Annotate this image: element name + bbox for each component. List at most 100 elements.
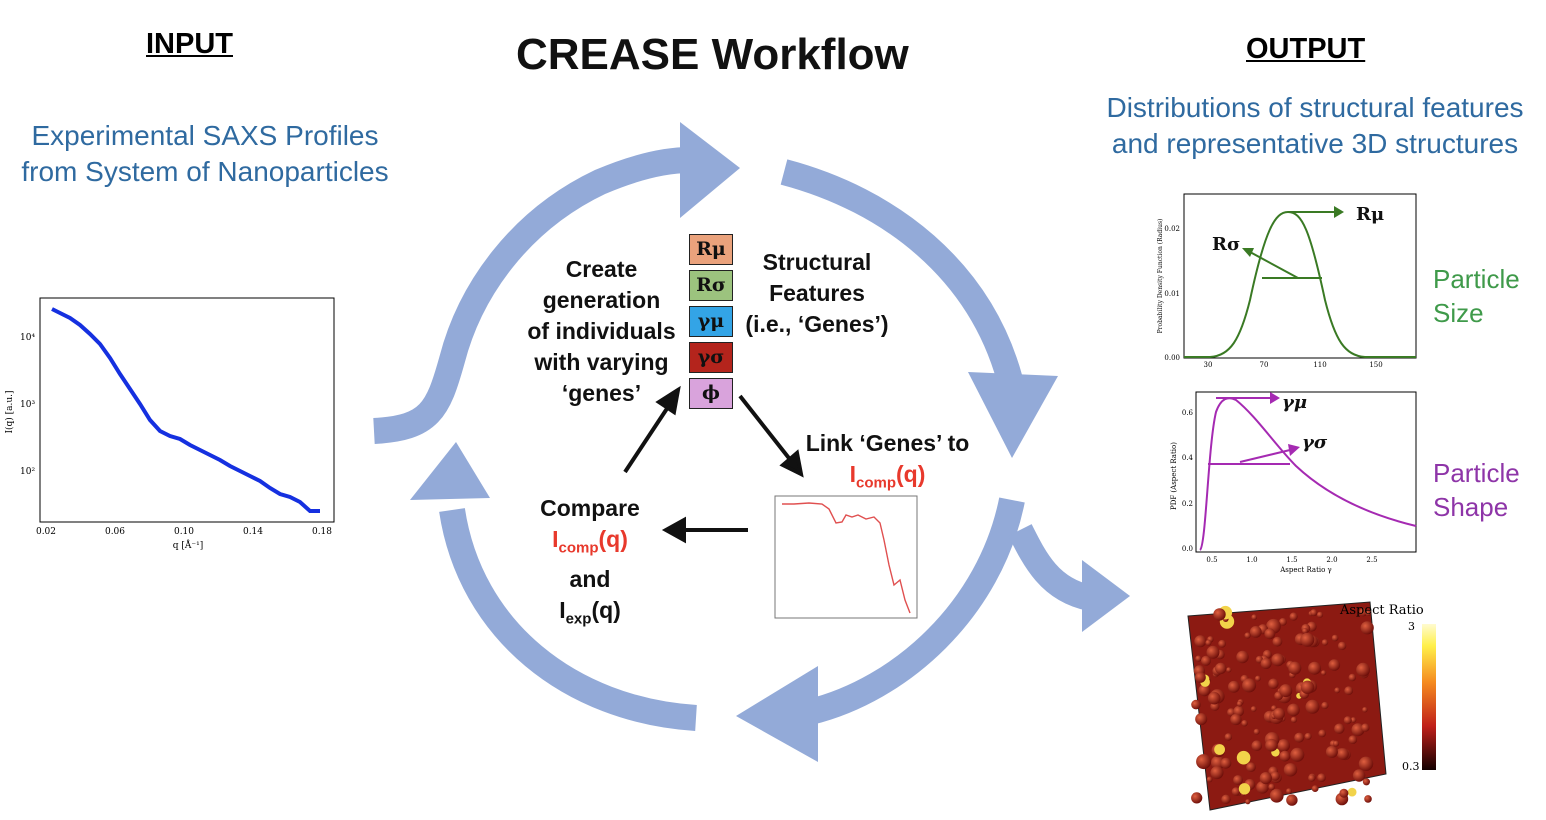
arrowhead-bottom — [736, 666, 818, 762]
nanoparticle — [1195, 672, 1206, 683]
nanoparticle — [1337, 748, 1349, 760]
saxs-xtick: 0.18 — [312, 527, 332, 537]
features-line-2: Features — [769, 280, 865, 306]
size-ytick: 0.01 — [1164, 290, 1180, 298]
nanoparticle — [1321, 701, 1329, 710]
saxs-xticks: 0.02 0.06 0.10 0.14 0.18 — [36, 527, 332, 537]
nanoparticle — [1251, 614, 1257, 620]
link-text: Link ‘Genes’ to — [805, 430, 970, 456]
size-label-line-2: Size — [1433, 298, 1484, 328]
nanoparticle — [1272, 636, 1283, 647]
shape-ytick: 0.4 — [1182, 454, 1194, 462]
shape-plot-frame — [1195, 391, 1417, 553]
size-plot: Rμ Rσ 0.02 0.01 0.00 30 70 110 150 Proba… — [1157, 193, 1417, 369]
colorbar — [1422, 624, 1436, 770]
nanoparticle — [1198, 684, 1211, 697]
nanoparticle — [1214, 744, 1225, 755]
nanoparticle — [1308, 774, 1316, 782]
nanoparticle — [1308, 661, 1322, 675]
nanoparticle — [1310, 609, 1318, 617]
nanoparticle — [1334, 723, 1345, 734]
nanoparticle — [1362, 778, 1370, 786]
nanoparticle — [1273, 707, 1285, 720]
arrowhead-left — [410, 442, 490, 500]
colorbar-title: Aspect Ratio — [1339, 603, 1424, 618]
size-sigma-label: Rσ — [1212, 234, 1240, 255]
particle-shape-label: Particle Shape — [1433, 456, 1520, 524]
nanoparticle — [1246, 762, 1256, 772]
nanoparticle — [1224, 733, 1233, 741]
arrow-input-to-cycle — [373, 147, 691, 444]
page-title: CREASE Workflow — [516, 30, 909, 79]
input-description: Experimental SAXS Profiles from System o… — [0, 118, 410, 190]
nanoparticle — [1279, 684, 1293, 698]
shape-mu-label: γμ — [1282, 392, 1307, 413]
nanoparticle — [1279, 750, 1291, 762]
icomp-curve — [782, 502, 911, 614]
nanoparticle — [1251, 740, 1263, 751]
nanoparticle — [1268, 678, 1279, 689]
size-mu-label: Rμ — [1356, 204, 1384, 225]
nanoparticle — [1286, 788, 1292, 795]
gene-box: Rσ — [689, 270, 733, 301]
nanoparticle — [1205, 639, 1212, 646]
nanoparticle — [1227, 708, 1236, 717]
features-line-3: (i.e., ‘Genes’) — [745, 311, 889, 337]
shape-xtick: 1.0 — [1246, 556, 1257, 564]
arrow-top-right — [780, 159, 1023, 384]
nanoparticle — [1191, 792, 1203, 804]
nanoparticle — [1289, 612, 1298, 621]
create-line-4: with varying — [534, 349, 669, 375]
create-line-5: ‘genes’ — [561, 380, 642, 406]
nanoparticle — [1359, 608, 1368, 617]
nanoparticle — [1277, 739, 1290, 752]
shape-xtick: 0.5 — [1206, 556, 1217, 564]
nanoparticle — [1352, 769, 1366, 782]
saxs-plot: 10⁴ 10³ 10² 0.02 0.06 0.10 0.14 0.18 q [… — [4, 297, 335, 551]
arrowhead-output — [1082, 560, 1130, 632]
arrow-compare-to-create — [623, 402, 672, 474]
nanoparticle — [1300, 632, 1315, 647]
nanoparticle — [1343, 716, 1352, 725]
nanoparticle — [1260, 658, 1272, 669]
shape-curve — [1199, 397, 1417, 551]
nanoparticle — [1351, 723, 1365, 737]
shape-ytick: 0.0 — [1182, 545, 1193, 553]
iexp-label: Iexp(q) — [559, 596, 621, 628]
output-heading: OUTPUT — [1246, 33, 1366, 65]
saxs-plot-frame — [39, 297, 335, 523]
nanoparticle — [1300, 680, 1315, 694]
size-sigma-pointer — [1249, 251, 1299, 279]
nanoparticle — [1288, 661, 1302, 675]
nanoparticle — [1233, 705, 1244, 717]
nanoparticle — [1249, 626, 1262, 638]
structure-render: Aspect Ratio 3 0.3 — [1187, 601, 1436, 811]
shape-ytick: 0.2 — [1182, 500, 1193, 508]
particle-size-label: Particle Size — [1433, 262, 1520, 330]
size-xtick: 110 — [1313, 361, 1326, 369]
create-line-3: of individuals — [527, 318, 676, 344]
saxs-xlabel: q [Å⁻¹] — [173, 539, 204, 551]
step-structural-features: Structural Features (i.e., ‘Genes’) — [732, 247, 902, 340]
arrow-to-output — [1008, 524, 1094, 611]
saxs-ylabel: I(q) [a.u.] — [4, 390, 15, 433]
nanoparticle — [1347, 787, 1357, 797]
size-ytick: 0.02 — [1164, 225, 1180, 233]
nanoparticle — [1236, 650, 1249, 664]
nanoparticle — [1269, 788, 1284, 803]
nanoparticle — [1362, 707, 1368, 713]
nanoparticle — [1344, 686, 1354, 696]
arrow-bottom-right — [806, 497, 1025, 725]
nanoparticle — [1250, 706, 1257, 712]
nanoparticle — [1290, 747, 1305, 762]
saxs-ytick: 10³ — [20, 400, 35, 410]
saxs-ytick: 10² — [20, 467, 35, 477]
size-label-line-1: Particle — [1433, 264, 1520, 294]
arrow-bottom-left — [439, 507, 697, 731]
nanoparticle — [1348, 735, 1358, 744]
nanoparticle — [1286, 794, 1298, 806]
size-ytick: 0.00 — [1164, 354, 1180, 362]
nanoparticle — [1271, 653, 1285, 667]
nanoparticle — [1361, 723, 1370, 732]
